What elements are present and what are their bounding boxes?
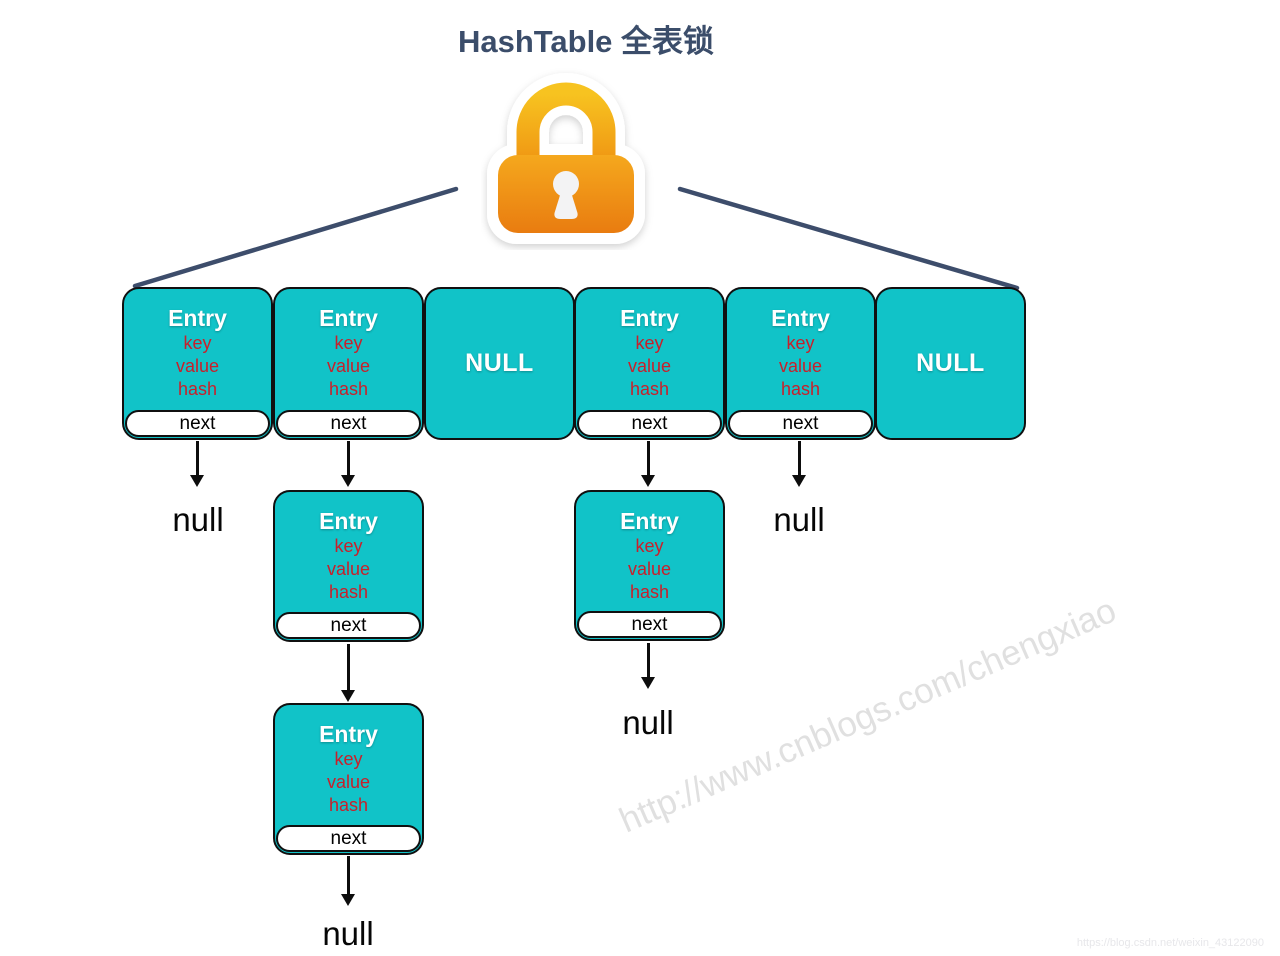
entry-title: Entry	[771, 305, 830, 331]
entry-field-hash: hash	[328, 379, 369, 399]
entry-title: Entry	[319, 508, 378, 534]
bucket-entry-2: Entry key value hash next	[273, 287, 424, 440]
entry-title: Entry	[620, 508, 679, 534]
null-bucket-label: NULL	[916, 349, 985, 377]
bucket-entry-1: Entry key value hash next	[122, 287, 273, 440]
null-bucket-label: NULL	[465, 349, 534, 377]
null-pointer-label: null	[172, 501, 224, 538]
entry-title: Entry	[620, 305, 679, 331]
lock-connector-right	[677, 186, 1020, 291]
bucket-entry-4: Entry key value hash next	[574, 287, 725, 440]
lock-connector-left	[132, 186, 459, 289]
entry-field-hash: hash	[629, 582, 670, 602]
entry-field-value: value	[326, 559, 371, 579]
next-pointer: next	[276, 825, 421, 852]
chain-entry-4-1: Entry key value hash next	[574, 490, 725, 641]
next-pointer: next	[125, 410, 270, 437]
entry-field-hash: hash	[629, 379, 670, 399]
entry-field-key: key	[635, 333, 664, 353]
entry-field-key: key	[183, 333, 212, 353]
entry-field-key: key	[786, 333, 815, 353]
entry-field-value: value	[778, 356, 823, 376]
page-title: HashTable 全表锁	[457, 24, 715, 59]
pointer-arrow	[341, 441, 354, 487]
null-pointer-label: null	[773, 501, 825, 538]
pointer-arrow	[341, 644, 354, 702]
null-pointer-label: null	[322, 915, 374, 952]
next-pointer: next	[276, 410, 421, 437]
entry-field-hash: hash	[780, 379, 821, 399]
entry-field-value: value	[326, 356, 371, 376]
entry-field-value: value	[326, 772, 371, 792]
null-pointer-label: null	[622, 704, 674, 741]
chain-entry-2-2: Entry key value hash next	[273, 703, 424, 855]
entry-field-value: value	[627, 559, 672, 579]
entry-field-hash: hash	[177, 379, 218, 399]
entry-field-key: key	[334, 536, 363, 556]
next-pointer: next	[577, 611, 722, 638]
next-pointer: next	[728, 410, 873, 437]
entry-title: Entry	[168, 305, 227, 331]
entry-title: Entry	[319, 721, 378, 747]
pointer-arrow	[341, 856, 354, 906]
entry-field-value: value	[627, 356, 672, 376]
pointer-arrow	[190, 441, 203, 487]
entry-field-key: key	[334, 333, 363, 353]
pointer-arrow	[641, 441, 654, 487]
lock-connector-lines	[132, 186, 1020, 291]
pointer-arrow	[792, 441, 805, 487]
bucket-null-6: NULL	[875, 287, 1026, 440]
bucket-entry-5: Entry key value hash next	[725, 287, 876, 440]
entry-field-key: key	[334, 749, 363, 769]
chain-entry-2-1: Entry key value hash next	[273, 490, 424, 642]
next-pointer: next	[276, 612, 421, 639]
pointer-arrow	[641, 643, 654, 689]
entry-field-value: value	[175, 356, 220, 376]
next-pointer: next	[577, 410, 722, 437]
watermark-corner: https://blog.csdn.net/weixin_43122090	[1076, 937, 1264, 949]
bucket-null-3: NULL	[424, 287, 575, 440]
padlock-icon	[487, 73, 645, 244]
entry-title: Entry	[319, 305, 378, 331]
entry-field-key: key	[635, 536, 664, 556]
entry-field-hash: hash	[328, 582, 369, 602]
entry-field-hash: hash	[328, 795, 369, 815]
